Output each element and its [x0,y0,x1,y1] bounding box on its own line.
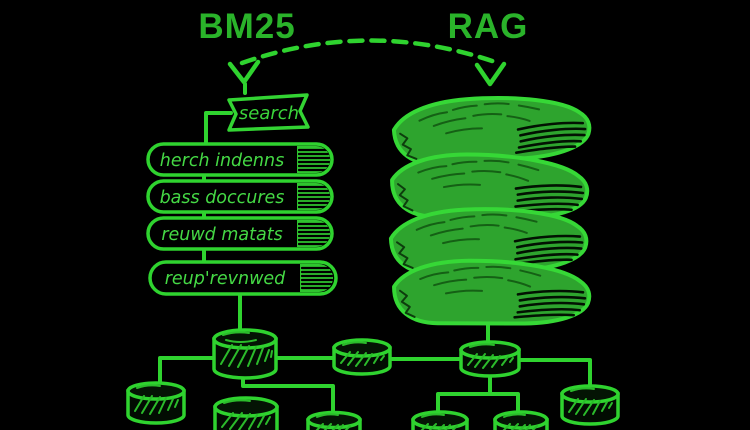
arrow-right-icon [474,61,507,87]
rag-title: RAG [448,7,529,46]
bm25-index-stack: herch indenns bass doccures reuwd matats… [146,142,338,296]
index-bar-1-label: herch indenns [160,151,284,171]
index-bar-3-label: reuwd matats [161,225,282,245]
index-bar-1: herch indenns [146,142,334,177]
search-to-stack-connector [204,111,233,148]
index-bar-4: reup'revnwed [148,260,338,296]
db-cylinder-bm25-bottom-right [306,410,362,430]
db3-children-branch-connector [436,392,520,418]
db-cylinder-left-leaf [126,381,186,425]
book-4 [392,258,592,326]
db-cylinder-rag-bottom-right [493,410,549,430]
db-cylinder-rag-bottom-left [411,410,469,430]
bm25-title: BM25 [198,7,295,46]
comparison-arrow [227,38,507,87]
db-cylinder-middle [332,338,392,376]
search-banner-shape [227,93,310,132]
db3-right-child-connector [517,358,592,392]
db-cylinder-bm25-bottom-left [213,396,279,430]
search-label: search [239,103,299,124]
db-tree [126,328,620,430]
index-bar-2-label: bass doccures [160,188,285,208]
db-cylinder-bm25-root [212,328,278,380]
index-bar-3: reuwd matats [146,216,334,251]
rag-book-stack [388,96,592,326]
db-cylinder-rag-right-leaf [560,384,620,426]
index-bar-4-label: reup'revnwed [165,269,286,289]
arrow-left-icon [227,59,261,85]
index-bar-2: bass doccures [146,179,334,214]
db-cylinder-rag-root [459,340,521,378]
dashed-arc [239,38,501,66]
db1-left-child-connector [158,356,216,388]
search-box: search [227,93,310,132]
